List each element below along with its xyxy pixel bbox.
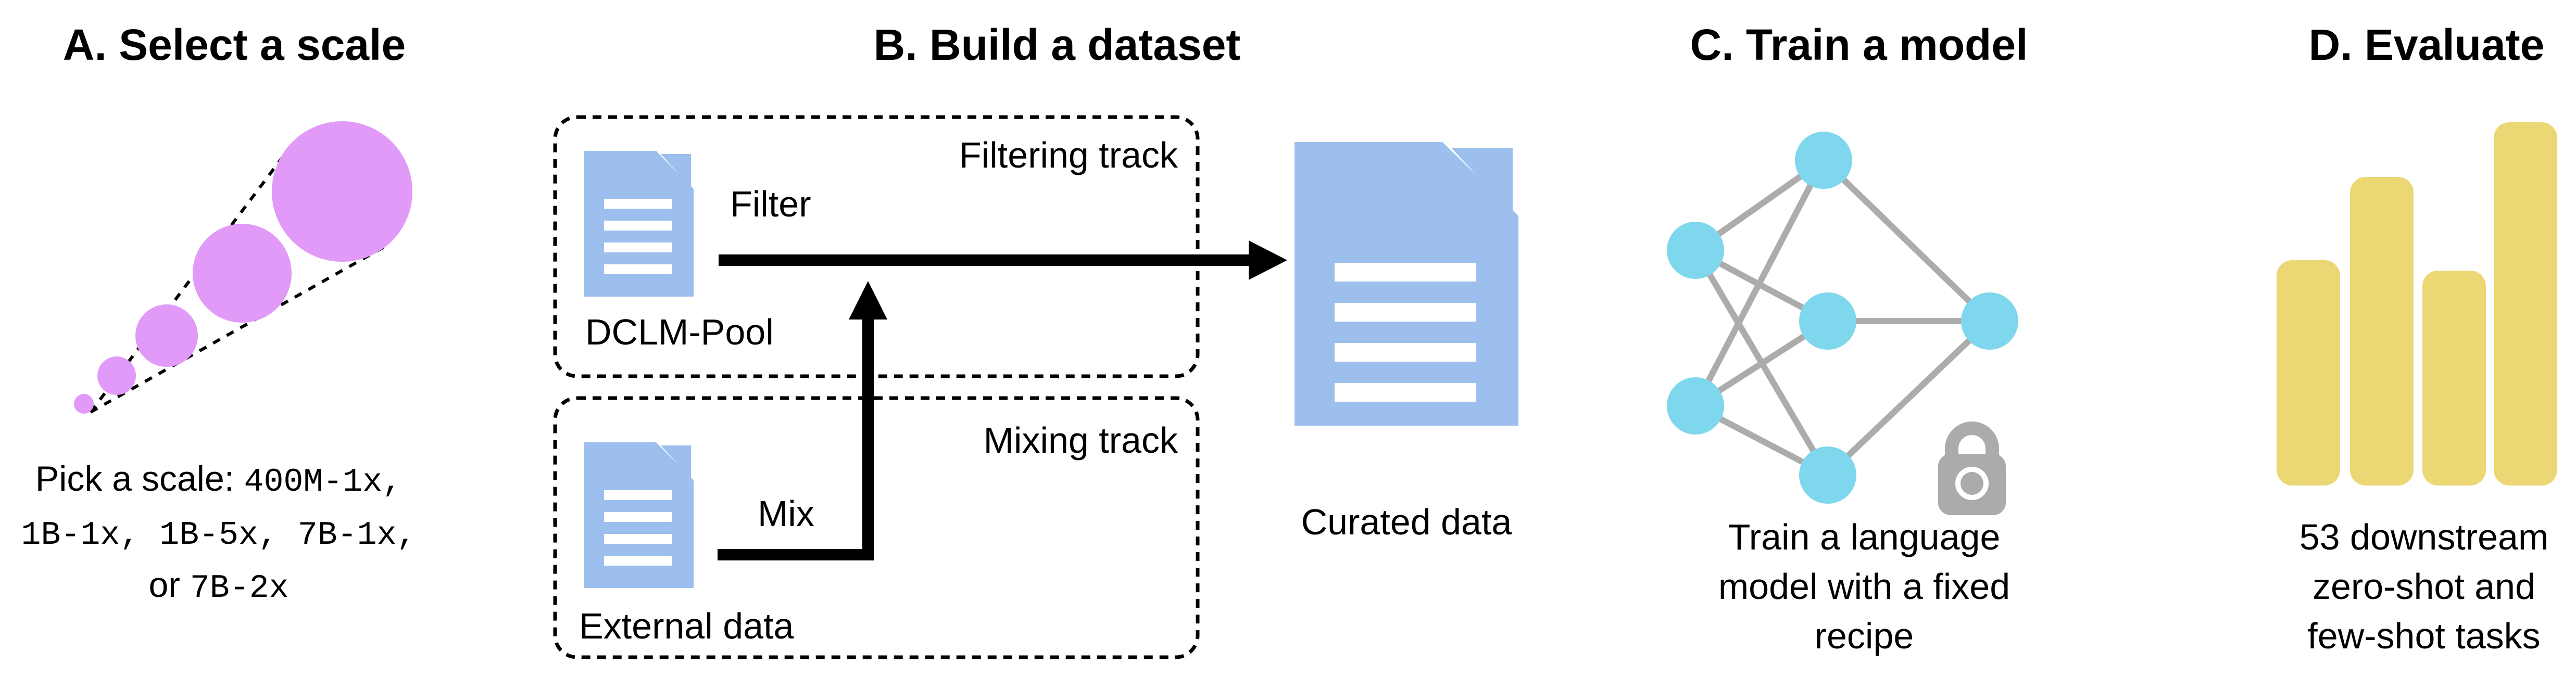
arrow-head	[849, 281, 887, 320]
network-node	[1667, 377, 1724, 435]
scale-bubble-smallest	[74, 394, 94, 414]
doc-text-line	[604, 556, 672, 566]
filter-arrow	[719, 240, 1287, 280]
train-model-caption-line: model with a fixed	[1718, 566, 2010, 607]
network-node	[1795, 132, 1852, 189]
doc-text-line	[1335, 303, 1476, 322]
filtering-track-box	[553, 115, 1200, 378]
evaluate-caption-line: 53 downstream	[2299, 517, 2549, 557]
train-model-caption: Train a language model with a fixed reci…	[1656, 513, 2072, 661]
eval-bar	[2422, 271, 2486, 486]
pick-scale-caption-line3: or 7B-2x	[8, 560, 430, 613]
arrow-head	[1249, 240, 1287, 280]
caption-mono-text: 400M-1x,	[244, 463, 403, 501]
mixing-track-box	[553, 396, 1200, 659]
pick-scale-caption-line1: Pick a scale: 400M-1x,	[8, 454, 430, 507]
padlock-shackle	[1945, 421, 1999, 458]
scale-bubble-large	[193, 224, 292, 323]
network-edge	[1821, 158, 1992, 324]
mix-arrow	[718, 281, 887, 560]
doc-text-line	[1335, 263, 1476, 282]
padlock-keyhole	[1955, 467, 1989, 500]
mix-label: Mix	[758, 493, 814, 534]
doc-text-line	[604, 534, 672, 544]
external-data-doc-icon	[584, 442, 694, 588]
doc-text-line	[1335, 343, 1476, 362]
dclm-pool-label: DCLM-Pool	[585, 312, 774, 352]
caption-sans-text: or	[148, 565, 190, 605]
evaluate-caption-line: few-shot tasks	[2307, 616, 2541, 656]
network-node	[1799, 446, 1856, 504]
caption-mono-text: 7B-2x	[190, 569, 289, 607]
evaluate-caption-line: zero-shot and	[2312, 566, 2536, 607]
bar-chart-icon	[2277, 122, 2557, 486]
curated-data-doc-icon	[1295, 142, 1518, 426]
padlock-body	[1938, 454, 2006, 515]
arrow-shaft-horizontal	[718, 549, 874, 560]
train-model-caption-line: Train a language	[1728, 517, 2001, 557]
pick-scale-caption: Pick a scale: 400M-1x, 1B-1x, 1B-5x, 7B-…	[8, 454, 430, 613]
network-edge	[1825, 318, 1992, 478]
doc-text-line	[604, 512, 672, 522]
evaluate-caption: 53 downstream zero-shot and few-shot tas…	[2216, 513, 2576, 661]
scale-bubble-medium	[135, 304, 198, 367]
doc-text-line	[604, 221, 672, 231]
section-b-title: B. Build a dataset	[873, 20, 1241, 69]
scale-bubble-small	[97, 356, 136, 395]
section-d-title: D. Evaluate	[2308, 20, 2545, 69]
doc-fold	[661, 154, 691, 187]
doc-text-line	[604, 490, 672, 500]
doc-fold	[661, 445, 691, 479]
doc-text-line	[604, 199, 672, 209]
eval-bar	[2277, 260, 2340, 486]
eval-bar	[2494, 122, 2557, 486]
neural-network-lock-icon	[1667, 132, 2018, 515]
curated-data-label: Curated data	[1301, 502, 1512, 542]
caption-mono-text: 1B-1x, 1B-5x, 7B-1x,	[21, 516, 417, 554]
section-a-title: A. Select a scale	[62, 20, 406, 69]
section-c-title: C. Train a model	[1690, 20, 2028, 69]
network-node	[1961, 292, 2018, 350]
doc-text-line	[604, 242, 672, 252]
network-node	[1667, 222, 1724, 279]
scale-bubble-largest	[272, 121, 412, 262]
cone-edge-lower	[90, 244, 388, 414]
scale-cone-bubbles-icon	[74, 121, 412, 414]
doc-fold	[1451, 148, 1513, 214]
mixing-track-label: Mixing track	[983, 420, 1178, 461]
network-node	[1799, 292, 1856, 350]
network-edge	[1692, 159, 1827, 407]
arrow-shaft-vertical	[862, 318, 874, 560]
doc-text-line	[604, 264, 672, 274]
filtering-track-label: Filtering track	[959, 135, 1178, 175]
caption-sans-text: Pick a scale:	[35, 459, 244, 499]
eval-bar	[2350, 177, 2414, 486]
padlock-icon	[1938, 421, 2006, 515]
pick-scale-caption-line2: 1B-1x, 1B-5x, 7B-1x,	[8, 507, 430, 560]
arrow-shaft	[719, 254, 1249, 266]
external-data-label: External data	[579, 606, 794, 646]
doc-text-line	[1335, 383, 1476, 402]
filter-label: Filter	[730, 184, 811, 224]
dclm-pool-doc-icon	[584, 151, 694, 297]
train-model-caption-line: recipe	[1814, 616, 1914, 656]
